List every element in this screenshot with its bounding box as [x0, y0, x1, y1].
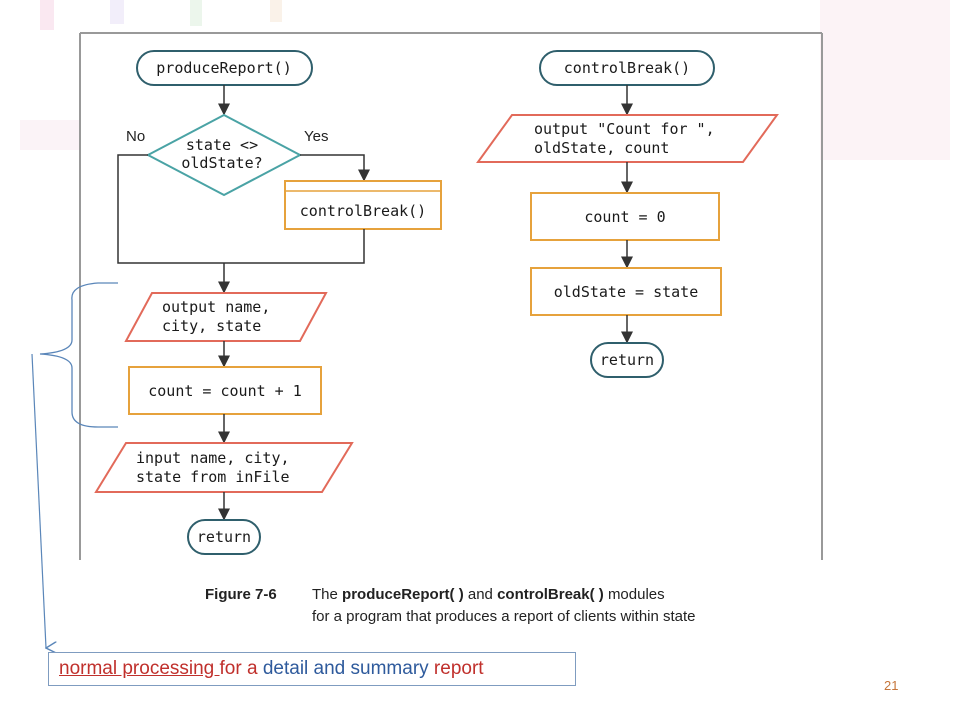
caption-and: and: [467, 586, 493, 603]
output-count-line2: oldState, count: [534, 139, 669, 157]
annotation-bracket: [31, 282, 118, 648]
caption-module1: produceReport( ): [342, 586, 464, 603]
merge-line: [224, 229, 365, 264]
figure-frame: [79, 32, 823, 560]
caption-modules: modules: [607, 586, 665, 603]
figure-caption: Figure 7-6 The produceReport( ) and contr…: [205, 584, 696, 628]
decision-label-line1: state <>: [186, 136, 258, 154]
no-branch-line: [117, 154, 224, 264]
yes-branch-line: [300, 154, 370, 182]
old-state-assign-label: oldState = state: [554, 283, 699, 301]
right-return-label: return: [600, 351, 654, 369]
note-and: and: [308, 658, 351, 679]
caption-line2: for a program that produces a report of …: [312, 608, 696, 625]
output-count-parallelogram: output "Count for ", oldState, count: [476, 114, 779, 163]
note-report: report: [428, 658, 484, 679]
output-count-line1: output "Count for ",: [534, 120, 715, 138]
control-break-call-label: controlBreak(): [300, 202, 426, 220]
produce-report-terminal: produceReport(): [136, 50, 313, 86]
output-name-parallelogram: output name, city, state: [124, 292, 328, 342]
no-branch-label: No: [126, 128, 145, 145]
count-increment-box: count = count + 1: [128, 366, 322, 415]
output-name-line1: output name,: [162, 298, 270, 316]
count-reset-box: count = 0: [530, 192, 720, 241]
state-decision-diamond: state <> oldState?: [145, 113, 303, 197]
caption-the: The: [312, 586, 338, 603]
count-reset-label: count = 0: [584, 208, 665, 226]
control-break-terminal: controlBreak(): [539, 50, 715, 86]
left-return-label: return: [197, 528, 251, 546]
page-number: 21: [884, 678, 899, 693]
annotation-arrow: [31, 353, 46, 648]
control-break-call-box: controlBreak(): [284, 180, 442, 230]
note-detail: detail: [262, 658, 309, 679]
yes-branch-label: Yes: [304, 128, 328, 145]
note-normal-processing: normal processing: [59, 658, 220, 679]
control-break-start-label: controlBreak(): [564, 59, 690, 77]
figure-number: Figure 7-6: [205, 586, 277, 603]
caption-module2: controlBreak( ): [497, 586, 604, 603]
input-line1: input name, city,: [136, 449, 290, 467]
decision-label-line2: oldState?: [181, 154, 262, 172]
output-name-line2: city, state: [162, 317, 261, 335]
left-return-terminal: return: [187, 519, 261, 555]
input-line2: state from inFile: [136, 468, 290, 486]
produce-report-label: produceReport(): [156, 59, 291, 77]
note-for-a: for a: [219, 658, 263, 679]
right-return-terminal: return: [590, 342, 664, 378]
note-summary: summary: [350, 658, 429, 679]
old-state-assign-box: oldState = state: [530, 267, 722, 316]
annotation-note: normal processing for a detail and summa…: [48, 652, 576, 686]
input-parallelogram: input name, city, state from inFile: [94, 442, 354, 493]
count-increment-label: count = count + 1: [148, 382, 302, 400]
